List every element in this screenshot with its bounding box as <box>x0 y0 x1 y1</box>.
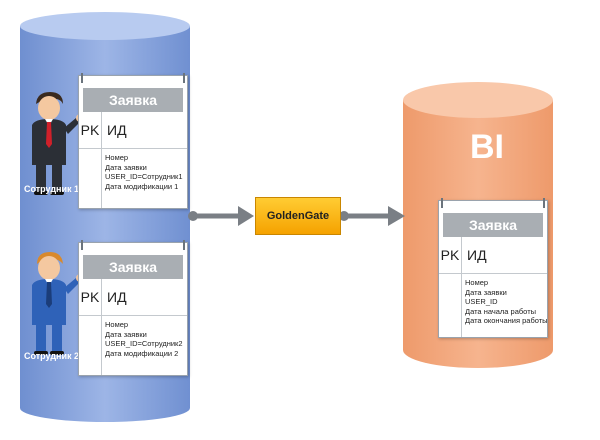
attribute-list: Номер Дата заявки USER_ID Дата начала ра… <box>461 273 548 337</box>
attribute: Номер <box>465 278 489 287</box>
key-row: PK ИД <box>439 237 547 274</box>
key-row: PK ИД <box>79 279 187 316</box>
attribute-list: Номер Дата заявки USER_ID=Сотрудник2 Дат… <box>101 315 187 375</box>
pk-label: PK <box>439 237 462 273</box>
bi-title: BI <box>470 128 504 166</box>
attribute: Дата модификации 2 <box>105 348 179 358</box>
attribute: USER_ID=Сотрудник2 <box>105 339 183 348</box>
attribute: Дата заявки <box>105 162 147 172</box>
employee2-caption: Сотрудник 2 <box>24 351 80 361</box>
id-label: ИД <box>107 289 127 305</box>
attribute: Дата начала работы <box>465 306 537 316</box>
connector-arrow-goldengate-to-target <box>339 206 405 226</box>
attribute-list: Номер Дата заявки USER_ID=Сотрудник1 Дат… <box>101 148 187 208</box>
employee2-icon <box>32 252 84 355</box>
attribute: Дата заявки <box>105 329 147 339</box>
attribute: Номер <box>105 320 129 329</box>
card-pin <box>81 240 83 250</box>
card-pin <box>441 198 443 208</box>
pk-label: PK <box>79 279 102 315</box>
pk-label: PK <box>79 112 102 148</box>
card-pin <box>81 73 83 83</box>
entity-title: Заявка <box>83 88 183 112</box>
attribute: Номер <box>105 153 129 162</box>
key-row: PK ИД <box>79 112 187 149</box>
attribute: Дата окончания работы <box>465 316 548 325</box>
source-entity-card-2: Заявка PK ИД Номер Дата заявки USER_ID=С… <box>78 240 188 376</box>
entity-title: Заявка <box>443 213 543 237</box>
entity-title: Заявка <box>83 255 183 279</box>
source-entity-card-1: Заявка PK ИД Номер Дата заявки USER_ID=С… <box>78 73 188 209</box>
card-pin <box>543 198 545 208</box>
attribute: USER_ID <box>465 297 498 306</box>
attribute: Дата заявки <box>465 287 507 297</box>
employee1-caption: Сотрудник 1 <box>24 184 80 194</box>
goldengate-box: GoldenGate <box>255 197 341 235</box>
connector-arrow-source-to-goldengate <box>188 206 254 226</box>
attribute: USER_ID=Сотрудник1 <box>105 172 183 181</box>
attribute: Дата модификации 1 <box>105 181 179 191</box>
target-entity-card: Заявка PK ИД Номер Дата заявки USER_ID Д… <box>438 198 548 338</box>
id-label: ИД <box>107 122 127 138</box>
card-pin <box>183 240 185 250</box>
card-pin <box>183 73 185 83</box>
id-label: ИД <box>467 247 487 263</box>
